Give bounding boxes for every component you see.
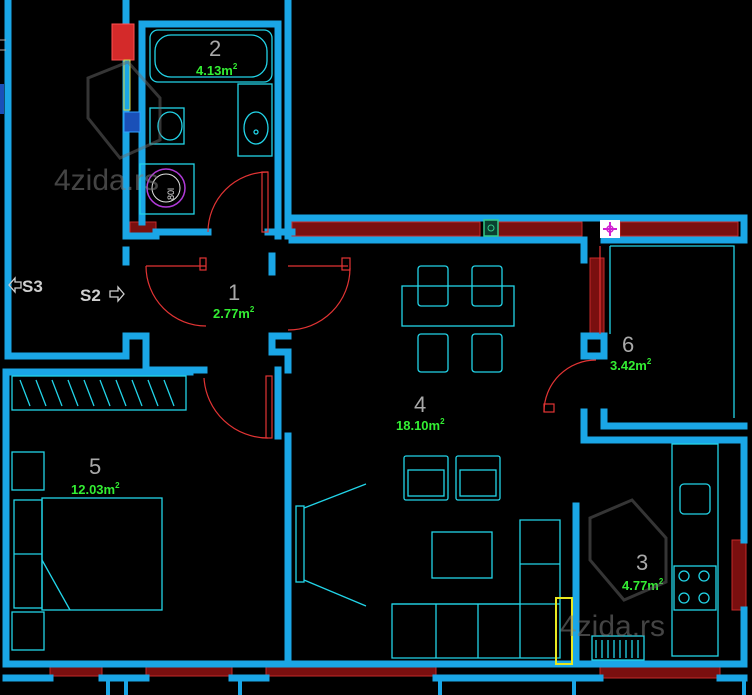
marker-s3: S3 (22, 277, 43, 296)
bedroom-furniture (11, 375, 187, 651)
misc-symbols (0, 39, 620, 238)
room-number-2: 2 (209, 36, 221, 61)
room-area-2: 4.13m2 (196, 62, 238, 78)
marker-s2: S2 (80, 286, 101, 305)
room-area-5: 12.03m2 (71, 481, 120, 497)
kitchen-counter (591, 443, 719, 661)
watermark-right: 4zida.rs (560, 610, 665, 643)
watermarks: 4zida.rs 4zida.rs (54, 60, 668, 643)
room-number-6: 6 (622, 332, 634, 357)
boiler-label: 80l (166, 188, 176, 200)
living-furniture (295, 455, 573, 665)
watermark-left: 4zida.rs (54, 164, 159, 197)
room-number-5: 5 (89, 454, 101, 479)
room-number-3: 3 (636, 550, 648, 575)
boiler-icon (146, 168, 186, 208)
room-area-1: 2.77m2 (213, 305, 255, 321)
room-number-4: 4 (414, 392, 426, 417)
terrace-railing (599, 245, 735, 418)
section-markers: S3 S2 (8, 276, 125, 305)
room-labels: 2 4.13m2 1 2.77m2 4 18.10m2 5 12.03m2 6 … (71, 36, 664, 593)
doors (145, 171, 597, 439)
room-area-6: 3.42m2 (610, 357, 652, 373)
bathroom-fixtures: 80l (111, 23, 273, 215)
dining-set (401, 265, 515, 373)
room-number-1: 1 (228, 280, 240, 305)
room-area-4: 18.10m2 (396, 417, 445, 433)
